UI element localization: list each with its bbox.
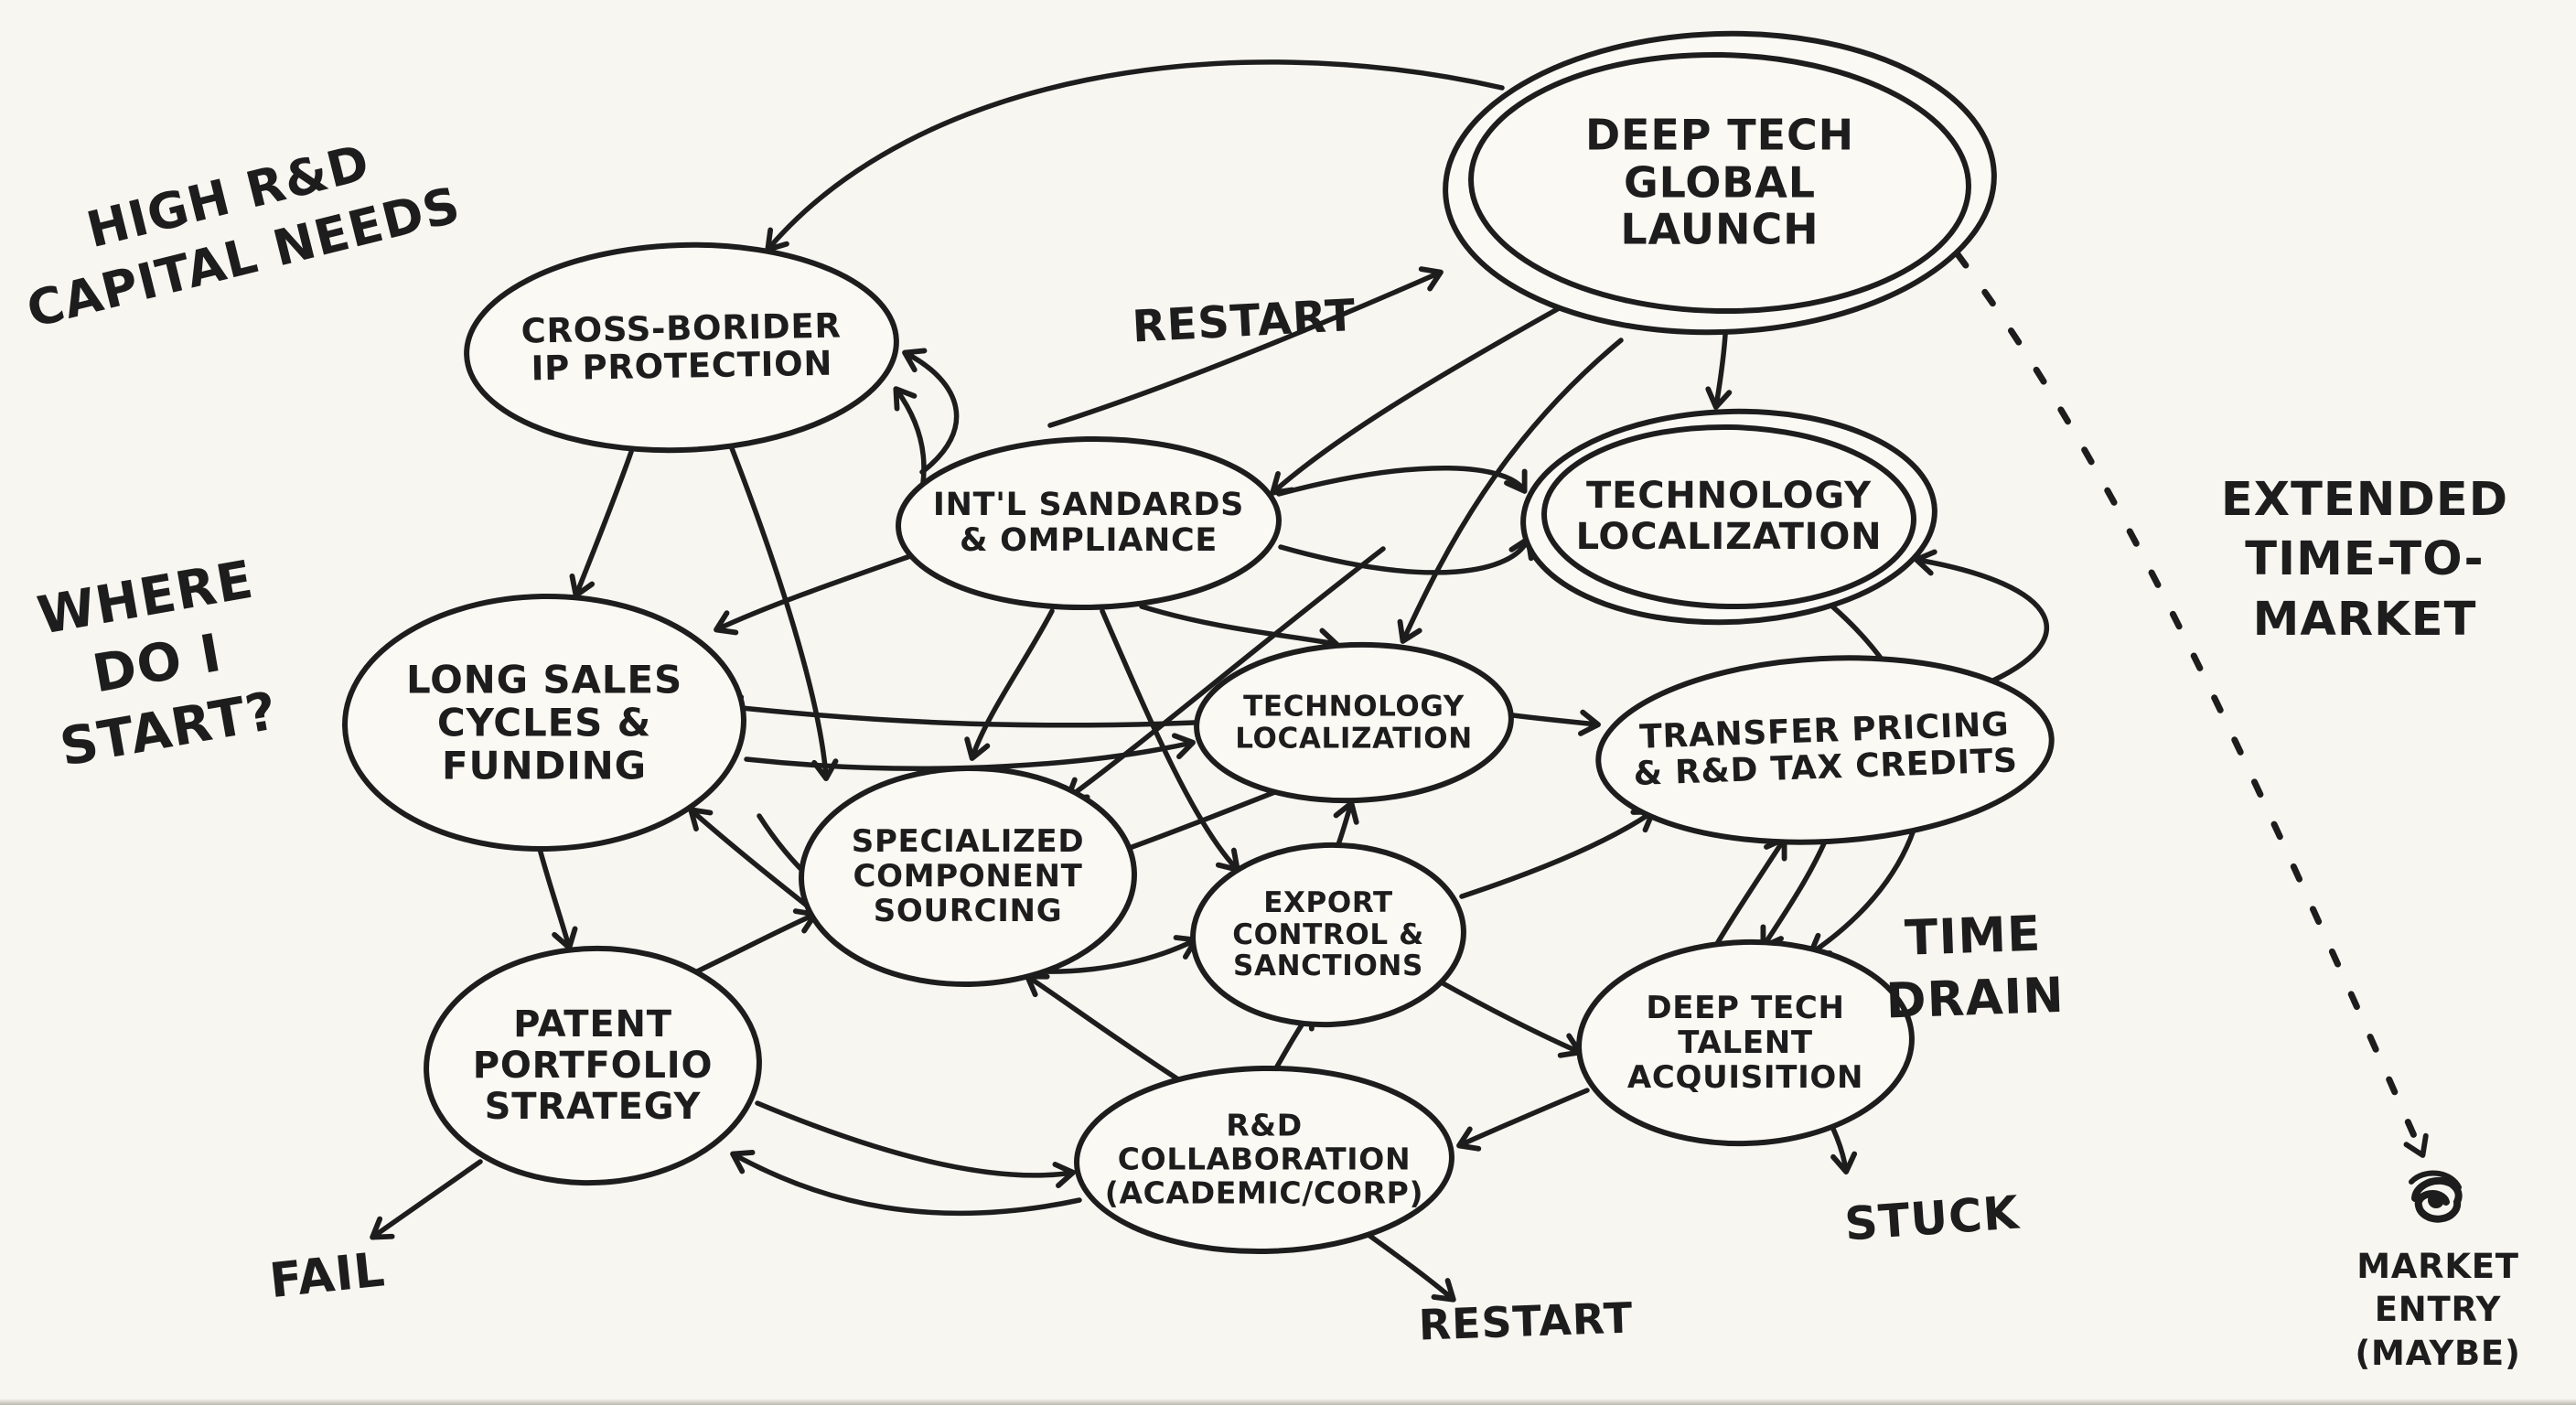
node-cross-border-ellipse <box>464 241 899 454</box>
edge-layer <box>370 59 2429 1303</box>
edge-patent-to-specialized <box>694 908 818 974</box>
edge-talent-to-stuck <box>1830 1126 1858 1174</box>
edge-techloc-center-to-long-sales <box>721 694 1197 728</box>
edge-restart-to-launch <box>1047 266 1444 428</box>
edge-cross-border-to-long-sales <box>569 449 634 598</box>
edge-rd-collab-to-specialized <box>1025 973 1181 1082</box>
edge-launch-to-techloc-center <box>1397 338 1624 644</box>
edge-cross-border-to-specialized <box>729 445 839 781</box>
edge-export-to-techloc-center <box>1333 800 1359 850</box>
edge-intl-to-export <box>1100 608 1240 873</box>
node-intl-standards-ellipse <box>896 435 1282 611</box>
edge-intl-to-specialized <box>964 608 1055 761</box>
node-transfer-pricing-ellipse <box>1595 655 2055 845</box>
paper-bottom-edge <box>0 1399 2576 1405</box>
edge-techloc-right-to-specialized <box>1065 546 1386 801</box>
edge-intl-to-techloc-right-2 <box>1278 536 1534 575</box>
edge-techloc-center-to-transfer <box>1510 709 1601 736</box>
edge-launch-to-techloc-right <box>1705 332 1733 410</box>
edge-export-to-talent <box>1435 978 1583 1058</box>
node-techloc-center-ellipse <box>1194 641 1514 804</box>
edge-transfer-to-talent <box>1760 841 1827 949</box>
edge-talent-to-rd-collab <box>1456 1088 1590 1152</box>
edge-patent-to-fail <box>370 1159 483 1240</box>
edge-intl-to-techloc-center <box>1139 604 1339 655</box>
edge-intl-to-cross-border-1 <box>902 348 960 475</box>
dotted-path-to-market-entry <box>1954 251 2429 1158</box>
node-long-sales-ellipse <box>342 593 746 853</box>
edge-long-sales-to-patent <box>537 846 578 950</box>
edge-transfer-to-techloc-right <box>1914 549 2049 687</box>
edge-launch-to-intl <box>1270 305 1563 496</box>
node-talent-ellipse <box>1576 938 1915 1147</box>
edge-long-sales-to-techloc-center <box>744 733 1196 771</box>
node-layer <box>342 30 2055 1255</box>
scribble-blob <box>2409 1170 2463 1223</box>
node-rd-collab-ellipse <box>1074 1065 1454 1255</box>
edge-talent-to-transfer <box>1715 836 1787 945</box>
edge-launch-to-cross-border <box>765 59 1505 252</box>
node-patent-ellipse <box>424 945 762 1186</box>
edge-export-to-transfer <box>1459 809 1656 899</box>
edge-intl-to-long-sales <box>714 553 913 636</box>
edge-patent-to-rd-collab <box>755 1100 1076 1189</box>
edge-rd-collab-to-restart <box>1366 1232 1456 1303</box>
edge-rd-collab-to-patent <box>730 1150 1082 1217</box>
edge-intl-to-techloc-right-1 <box>1276 466 1528 497</box>
node-export-control-ellipse <box>1190 842 1466 1028</box>
node-specialized-ellipse <box>799 765 1137 988</box>
node-launch-ellipse <box>1443 30 1997 336</box>
node-techloc-right-ellipse <box>1520 408 1937 626</box>
